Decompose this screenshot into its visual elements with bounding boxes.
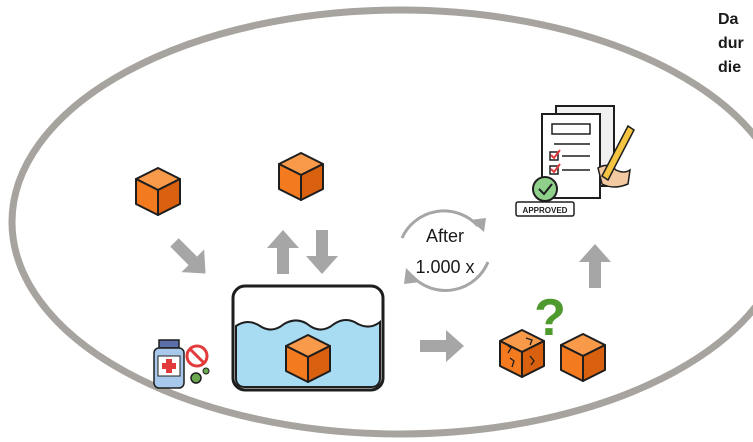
gear-icon — [190, 367, 210, 384]
approved-document-icon: APPROVED — [515, 105, 635, 217]
medicine-bottle-icon — [153, 339, 185, 389]
side-caption-line3: die — [718, 59, 742, 76]
cube-icon — [560, 333, 606, 382]
arrow-down-icon — [306, 230, 338, 274]
cycle-label-line2: 1.000 x — [415, 257, 474, 277]
cube-icon — [278, 152, 324, 201]
question-mark-icon: ? — [534, 289, 566, 347]
cube-icon — [135, 167, 181, 216]
prohibited-icon — [185, 344, 209, 368]
approved-stamp-label: APPROVED — [523, 206, 568, 215]
arrow-up-icon — [267, 230, 299, 274]
side-caption: Da dur die — [718, 8, 753, 80]
cycle-label-line1: After — [426, 226, 464, 246]
arrow-right-icon — [420, 330, 464, 362]
water-tank-icon — [231, 284, 385, 392]
arrow-down-right-icon — [163, 231, 217, 285]
side-caption-line1: Da — [718, 11, 739, 28]
cube-icon — [499, 329, 545, 378]
side-caption-line2: dur — [718, 35, 744, 52]
arrow-up-icon — [579, 244, 611, 288]
frame-ellipse — [8, 6, 753, 438]
cycle-arrows-icon — [400, 209, 490, 292]
